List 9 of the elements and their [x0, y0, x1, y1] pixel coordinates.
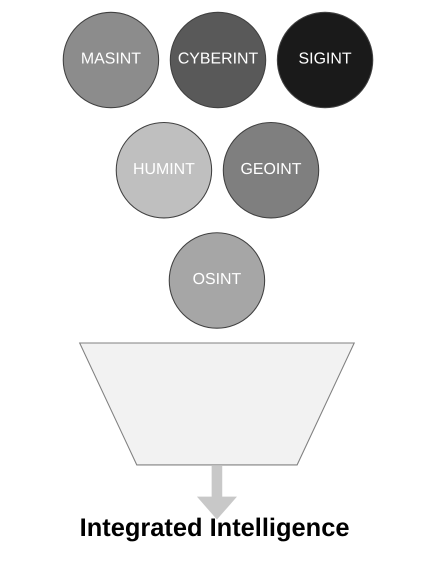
node-text: Integrated Intelligence — [80, 514, 350, 542]
node-circle: HUMINT — [116, 122, 212, 218]
node-circle: OSINT — [168, 232, 266, 329]
node-circle: CYBERINT — [170, 12, 266, 108]
node-circle: MASINT — [62, 12, 160, 108]
node-circle: SIGINT — [276, 12, 374, 108]
node-circle: GEOINT — [222, 122, 320, 218]
node-funnel — [78, 342, 356, 466]
arrow — [196, 465, 237, 520]
